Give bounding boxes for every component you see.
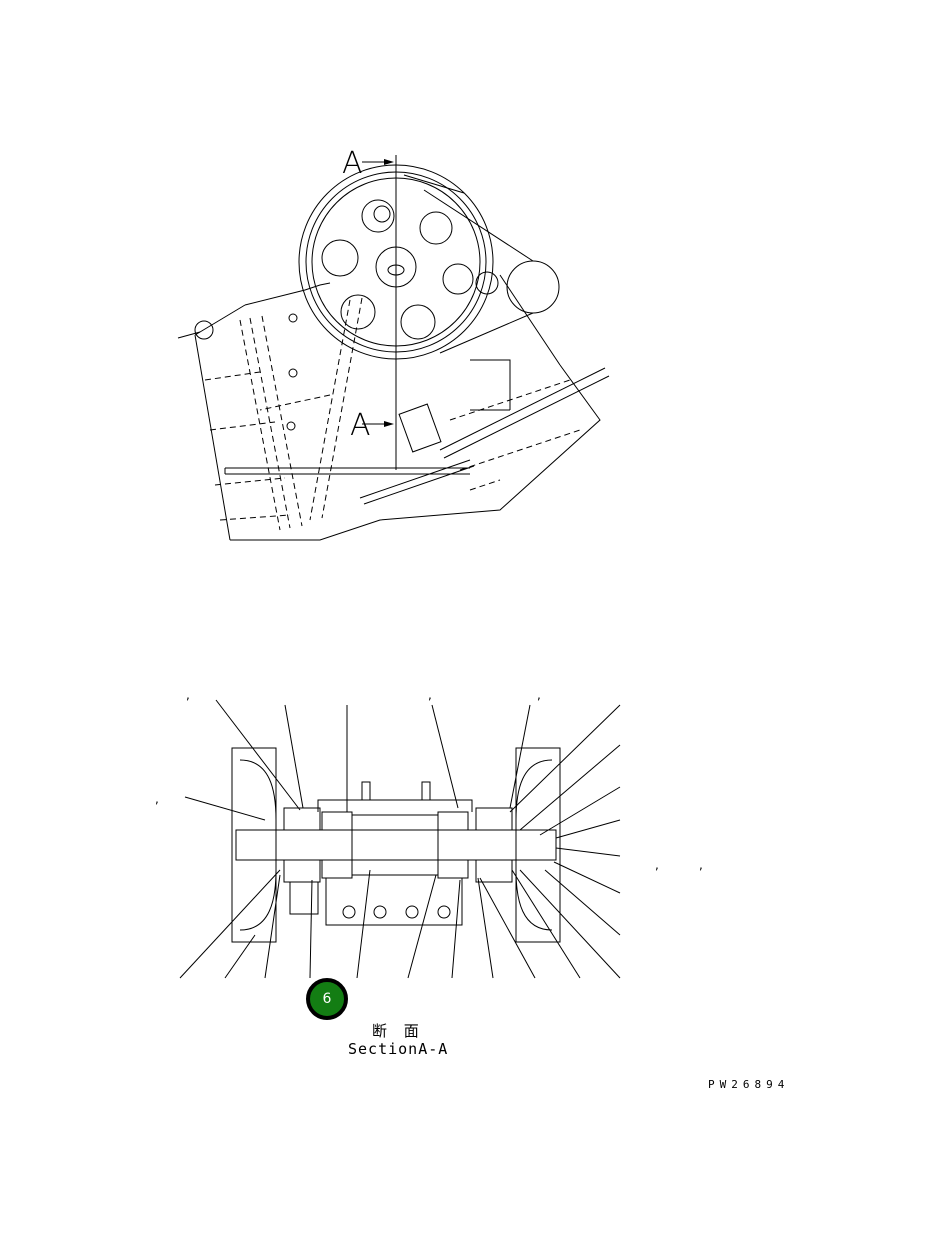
- section-caption-jp: 断 面: [372, 1022, 425, 1040]
- leader-comma: ,: [655, 858, 659, 872]
- leader-comma: ,: [699, 858, 703, 872]
- section-caption-en: SectionA-A: [348, 1040, 449, 1058]
- leader-comma: ,: [155, 792, 159, 806]
- section-marker-a-bottom: A: [350, 408, 371, 443]
- leader-comma: ,: [537, 688, 541, 702]
- drawing-number: PW26894: [708, 1078, 790, 1091]
- section-marker-a-top: A: [342, 146, 363, 181]
- leader-comma: ,: [428, 688, 432, 702]
- callout-badge-6[interactable]: 6: [306, 978, 348, 1020]
- leader-comma: ,: [186, 688, 190, 702]
